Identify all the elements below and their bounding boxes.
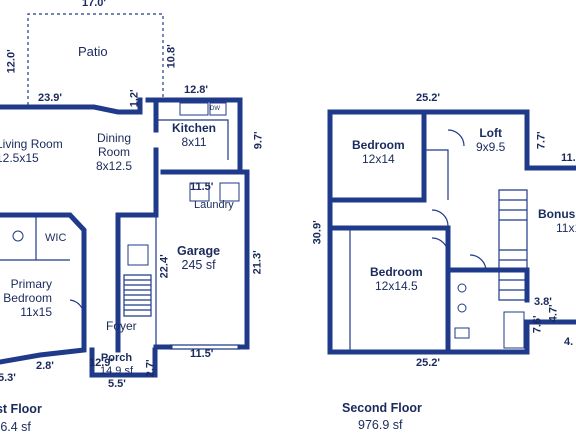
porch-size: 14.9 sf: [100, 364, 134, 377]
patio-label: Patio: [78, 44, 108, 59]
bath-toilet: [454, 327, 470, 339]
dim-kitchen-right: 9.7': [252, 131, 265, 150]
dim-second-bottom: 25.2': [416, 357, 441, 369]
closet-wall: [424, 149, 449, 200]
dim-kitchen-top: 12.8': [184, 84, 209, 96]
dim-porch-right: 2.7': [144, 359, 157, 378]
second-floor-outer-wall: [327, 109, 576, 355]
dim-bottom-left: 5.3': [0, 372, 16, 384]
bath-sink-2: [457, 303, 467, 313]
laundry-label: Laundry: [194, 199, 234, 211]
bedroom2-size: 12x14.5: [374, 278, 418, 293]
garage-size: 245 sf: [181, 258, 216, 273]
foyer-label: Foyer: [106, 319, 137, 333]
dim-garage-right: 21.3': [251, 250, 264, 275]
dim-step-c: 7.6': [531, 315, 544, 334]
garage-door: [170, 344, 240, 350]
foyer-wall: [115, 212, 159, 353]
primary-bedroom-size: 11x15: [20, 304, 52, 319]
kitchen-name: Kitchen: [172, 121, 217, 135]
dishwasher: [209, 102, 227, 116]
dim-bonus-top: 11.: [561, 152, 576, 164]
dining-room-size: 8x12.5: [95, 158, 133, 173]
garage-label: Garage 245 sf: [177, 244, 220, 273]
living-room-wall: [0, 97, 143, 115]
bonus-name: Bonus: [538, 207, 576, 221]
porch-name: Porch: [100, 352, 133, 364]
bath-sink-1: [457, 283, 467, 293]
bonus-label: Bonus 11x1: [538, 207, 576, 236]
primary-bath-sink: [12, 230, 24, 242]
first-floor-stairs: [123, 274, 152, 317]
first-floor-title: First Floor: [0, 402, 42, 416]
dim-patio-left: 12.0': [5, 49, 18, 74]
loft-size: 9x9.5: [476, 139, 506, 154]
bedroom2-label: Bedroom 12x14.5: [370, 265, 423, 294]
porch-label: Porch 14.9 sf: [100, 352, 133, 377]
dining-room-label: Dining Room 8x12.5: [94, 131, 134, 173]
living-room-label: Living Room 12.5x15: [0, 137, 63, 166]
powder-toilet: [127, 244, 149, 266]
loft-label: Loft 9x9.5: [476, 126, 506, 155]
wic-label: WIC: [45, 232, 67, 244]
dim-second-left: 30.9': [311, 220, 324, 245]
kitchen-wall: [145, 97, 243, 175]
bathtub: [503, 311, 525, 349]
living-room-size: 12.5x15: [0, 150, 39, 165]
dim-step-b: 4.7': [547, 304, 560, 323]
dim-porch-left: 12.9': [89, 357, 114, 369]
dim-patio-right: 10.8': [165, 44, 178, 69]
wic-wall: [0, 215, 70, 261]
second-floor-stairs: [498, 189, 528, 301]
patio-outline: [27, 13, 164, 105]
dim-living-top: 23.9': [38, 92, 63, 104]
garage-name: Garage: [177, 244, 221, 258]
kitchen-label: Kitchen 8x11: [172, 121, 217, 150]
living-room-name: Living Room: [0, 137, 63, 151]
dim-garage-bottom: 11.5': [190, 348, 214, 360]
garage-wall: [153, 169, 250, 350]
bedroom2-wall: [327, 225, 451, 355]
primary-bedroom-name: Primary Bedroom: [3, 277, 52, 305]
bedroom1-size: 12x14: [361, 151, 395, 166]
kitchen-size: 8x11: [181, 134, 207, 149]
door-swing: [69, 299, 85, 317]
primary-bedroom-label: Primary Bedroom 11x15: [0, 277, 52, 319]
dim-step-a: 3.8': [534, 296, 552, 308]
loft-name: Loft: [479, 126, 502, 140]
dim-porch-bottom: 5.5': [108, 378, 126, 390]
washer: [189, 182, 210, 202]
dim-patio-top: 17.0': [82, 0, 107, 9]
dim-loft-right: 7.7': [535, 131, 548, 150]
dim-garage-left: 22.4': [158, 254, 171, 279]
dishwasher-label: DW: [210, 106, 220, 112]
dim-dining-notch: 1.2': [128, 89, 141, 108]
dim-second-top: 25.2': [416, 92, 441, 104]
dining-room-name: Dining Room: [96, 131, 132, 159]
porch-wall: [89, 347, 158, 378]
dim-laundry: 11.5': [190, 181, 214, 193]
bedroom2-name: Bedroom: [370, 265, 423, 279]
bedroom1-name: Bedroom: [352, 138, 405, 152]
dryer: [219, 182, 240, 202]
dim-bonus-bottom: 4.: [564, 336, 574, 348]
bedroom1-label: Bedroom 12x14: [352, 138, 405, 167]
door-swing-2: [431, 129, 487, 272]
primary-suite-wall: [0, 212, 87, 365]
bonus-size: 11x1: [556, 220, 576, 235]
second-floor-title: Second Floor: [342, 401, 422, 415]
bedroom-loft-wall: [327, 109, 427, 203]
second-floor-area: 976.9 sf: [358, 418, 403, 432]
dim-diagonal: 2.8': [36, 360, 54, 372]
kitchen-sink: [179, 102, 209, 116]
first-floor-area: 1,??6.4 sf: [0, 420, 31, 434]
